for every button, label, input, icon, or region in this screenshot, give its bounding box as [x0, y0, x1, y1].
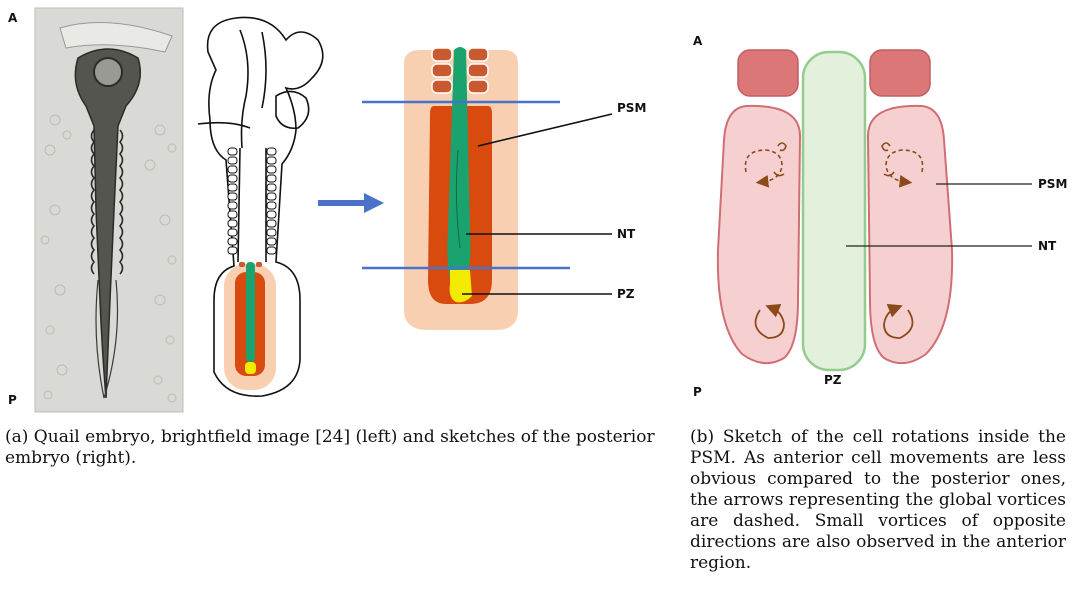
psm-right: [868, 106, 952, 363]
posterior-label-b: P: [693, 385, 702, 399]
somite-left: [738, 50, 798, 96]
somite-right: [870, 50, 930, 96]
mini-posterior-sketch: [224, 262, 276, 390]
psm-label-b: PSM: [1038, 177, 1067, 191]
somite-column-sketch: [228, 148, 276, 254]
figure-a-canvas: A P: [0, 0, 660, 415]
posterior-detail-sketch: [362, 47, 612, 330]
pz-label: PZ: [617, 287, 635, 301]
nt-label: NT: [617, 227, 636, 241]
zoom-arrow: [318, 193, 384, 213]
pz-label-b: PZ: [824, 373, 842, 387]
caption-b: (b) Sketch of the cell rotations inside …: [690, 427, 1066, 574]
figure-b: A P PSM NT PZ: [672, 0, 1072, 415]
anterior-label: A: [8, 11, 18, 25]
neural-tube: [803, 52, 865, 370]
anterior-label-b: A: [693, 34, 703, 48]
caption-a: (a) Quail embryo, brightfield image [24]…: [5, 427, 655, 469]
posterior-label: P: [8, 393, 17, 407]
psm-left: [718, 106, 800, 363]
psm-label: PSM: [617, 101, 646, 115]
figure-a: A P: [0, 0, 660, 415]
nt-label-b: NT: [1038, 239, 1057, 253]
pz-region: [450, 270, 472, 302]
figure-b-canvas: A P PSM NT PZ: [672, 0, 1072, 415]
embryo-brightfield-image: [35, 8, 183, 412]
